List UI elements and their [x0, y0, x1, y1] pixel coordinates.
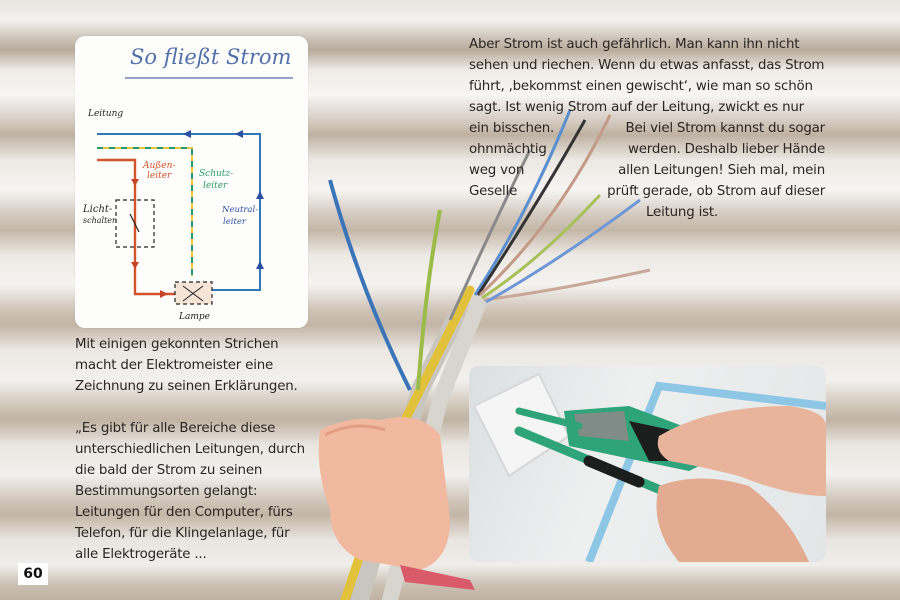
switch-label-2: schalter [83, 216, 117, 225]
text-line: führt, ‚bekommst einen gewischt‘, wie ma… [469, 79, 813, 94]
cable-label: Leitung [87, 109, 123, 119]
caption-line: Zeichnung zu seinen Erklärungen. [75, 379, 298, 394]
quote-line: alle Elektrogeräte ... [75, 547, 207, 562]
quote-line: Leitungen für den Computer, fürs [75, 505, 293, 520]
text-line: Leitung ist. [646, 205, 718, 220]
caption-line: macht der Elektromeister eine [75, 358, 274, 373]
text-line-right: Bei viel Strom kannst du sogar [625, 121, 825, 136]
lamp-label: Lampe [178, 312, 210, 322]
text-line-right: prüft gerade, ob Strom auf dieser [607, 184, 825, 199]
quote-line: Telefon, für die Klingelanlage, für [75, 526, 290, 541]
text-line-right: allen Leitungen! Sieh mal, mein [618, 163, 825, 178]
text-line-right: werden. Deshalb lieber Hände [628, 142, 825, 157]
diagram-title: So fließt Strom [130, 45, 291, 69]
text-line: sagt. Ist wenig Strom auf der Leitung, z… [469, 100, 804, 115]
page-number: 60 [18, 563, 48, 585]
neutral-label-2: leiter [223, 217, 247, 227]
text-line-left: weg von [469, 163, 525, 178]
quote-line: „Es gibt für alle Bereiche diese [75, 421, 276, 436]
phase-label-1: Außen- [142, 161, 175, 171]
text-line-left: ein bisschen. [469, 121, 555, 136]
text-line-split: weg von allen Leitungen! Sieh mal, mein [469, 160, 825, 181]
text-line-split: ohnmächtig werden. Deshalb lieber Hände [469, 139, 825, 160]
wire-bundle-illustration [318, 109, 651, 600]
circuit-diagram-card: So fließt Strom Leitung Außen- leiter Sc… [75, 36, 308, 328]
quote-line: unterschiedlichen Leitungen, durch [75, 442, 305, 457]
ground-label-1: Schutz- [199, 169, 233, 179]
phase-label-2: leiter [147, 171, 172, 181]
quote-line: die bald der Strom zu seinen [75, 463, 263, 478]
voltage-tester-photo [469, 366, 826, 562]
text-line: Aber Strom ist auch gefährlich. Man kann… [469, 37, 800, 52]
text-line: sehen und riechen. Wenn du etwas anfasst… [469, 58, 825, 73]
text-line-left: ohnmächtig [469, 142, 547, 157]
caption-line: Mit einigen gekonnten Strichen [75, 337, 279, 352]
right-column-text: Aber Strom ist auch gefährlich. Man kann… [469, 34, 825, 223]
text-line-split: Geselle prüft gerade, ob Strom auf diese… [469, 181, 825, 202]
text-line-left: Geselle [469, 184, 518, 199]
ground-label-2: leiter [203, 181, 228, 191]
quote-line: Bestimmungsorten gelangt: [75, 484, 258, 499]
left-column-text: Mit einigen gekonnten Strichen macht der… [75, 334, 315, 565]
switch-label-1: Licht- [82, 204, 113, 215]
text-line-split: ein bisschen. Bei viel Strom kannst du s… [469, 118, 825, 139]
neutral-label-1: Neutral- [221, 205, 258, 215]
